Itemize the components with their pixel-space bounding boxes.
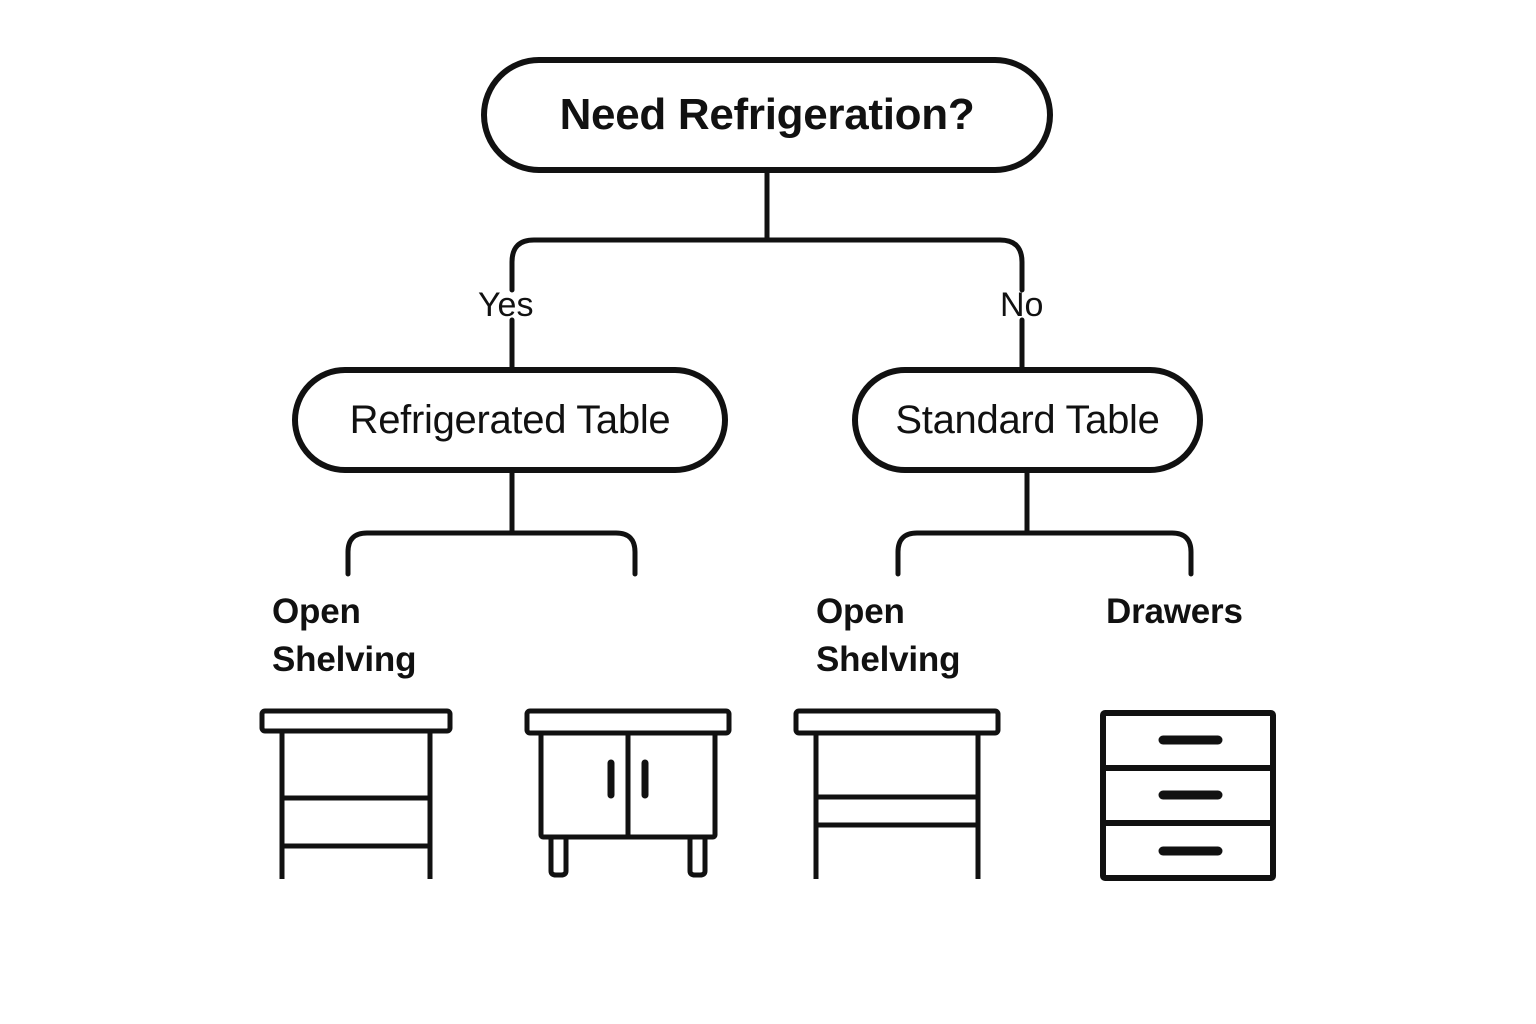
edge-label-yes: Yes — [478, 286, 534, 324]
root-split-connector — [509, 237, 1025, 293]
left-node-shape[interactable] — [292, 367, 728, 473]
three-drawer-unit-icon — [1098, 708, 1278, 883]
open-shelving-table-icon — [792, 705, 1002, 885]
leaf-label-open-shelving-refrigerated: Open Shelving — [272, 592, 417, 680]
right-subtree-fork-connector — [895, 530, 1194, 577]
left-subtree-fork-connector — [345, 530, 638, 577]
edge-label-no: No — [1000, 286, 1044, 324]
right-node-shape[interactable] — [852, 367, 1203, 473]
leaf-label-open-shelving-standard: Open Shelving — [816, 592, 961, 680]
leaf-label-drawers: Drawers — [1106, 592, 1243, 631]
root-node-shape[interactable] — [481, 57, 1053, 173]
two-door-cabinet-icon — [523, 705, 733, 885]
open-shelving-table-icon — [258, 705, 454, 885]
